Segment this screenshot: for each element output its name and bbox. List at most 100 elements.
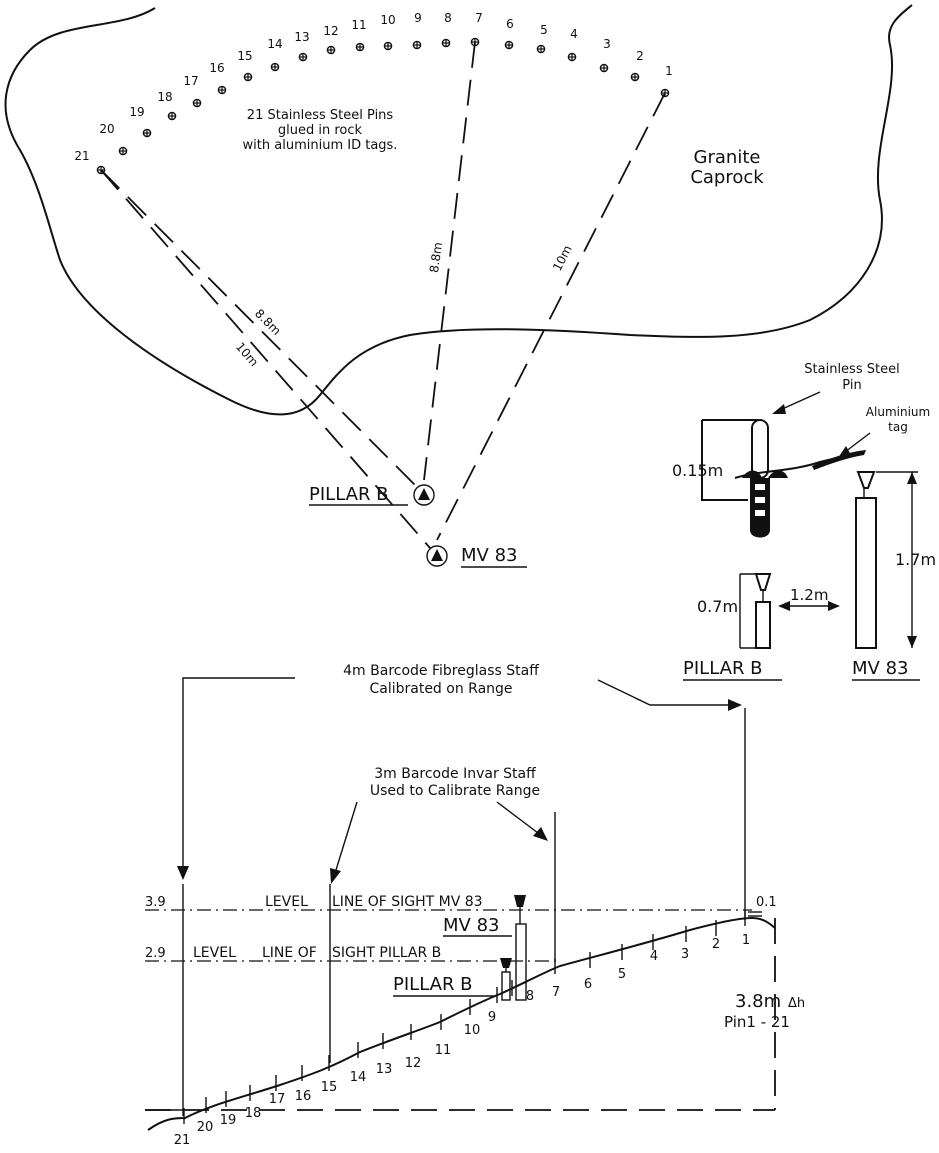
profile-pin-number: 11 — [435, 1043, 452, 1058]
profile-pillar-b-label: PILLAR B — [393, 974, 473, 995]
profile-pin-number: 16 — [295, 1089, 312, 1104]
line-pin7-pillar — [423, 41, 476, 481]
tag-title-2: tag — [888, 420, 908, 434]
pin-marker — [630, 72, 640, 82]
mv83-station-icon — [426, 545, 448, 567]
pin-marker — [243, 72, 253, 82]
pin-number: 20 — [99, 122, 114, 136]
pin-number: 2 — [636, 49, 644, 63]
aluminium-tag — [812, 450, 866, 470]
profile-pin-number: 15 — [321, 1080, 338, 1095]
detail-mv-label: MV 83 — [852, 658, 908, 679]
profile-mv83-label: MV 83 — [443, 915, 499, 936]
pin-marker — [298, 52, 308, 62]
line-mv-word-1: LEVEL — [265, 894, 308, 910]
pin-number: 4 — [570, 27, 578, 41]
pin-number: 10 — [380, 13, 395, 27]
ground-profile — [147, 916, 776, 1131]
pin-number: 19 — [129, 105, 144, 119]
pin-marker — [167, 111, 177, 121]
pillar-b-target — [754, 573, 772, 591]
pin-number: 1 — [665, 64, 673, 78]
detail-view: Stainless Steel Pin Aluminium tag 0.15m … — [672, 362, 936, 681]
pin-marker — [441, 38, 451, 48]
pillar-b-label: PILLAR B — [309, 484, 389, 505]
pin-marker — [118, 146, 128, 156]
mv83-target — [856, 471, 876, 489]
profile-view: 4m Barcode Fibreglass Staff Calibrated o… — [145, 663, 805, 1148]
pin-number: 6 — [506, 17, 514, 31]
pin-frame — [701, 419, 758, 501]
staff4-left-leader — [182, 677, 295, 868]
pin-embedded — [750, 478, 770, 538]
pin-marker — [142, 128, 152, 138]
profile-pin-number: 13 — [376, 1062, 393, 1077]
granite-label: Granite — [694, 147, 761, 168]
pin-marker — [412, 40, 422, 50]
pin-number: 5 — [540, 23, 548, 37]
profile-pin-number: 8 — [526, 989, 534, 1004]
line-pillar-word-2: LINE OF — [262, 945, 317, 961]
pin-marker — [383, 41, 393, 51]
caprock-outline — [4, 4, 913, 416]
staff3-right-leader — [496, 801, 539, 834]
pin-title-2: Pin — [842, 378, 861, 393]
pin-marker — [192, 98, 202, 108]
staff4-right-leader — [597, 679, 730, 706]
profile-pin-number: 18 — [245, 1106, 262, 1121]
pin-marker — [355, 42, 365, 52]
pins-note-line-2: glued in rock — [278, 123, 363, 138]
pin-marker — [567, 52, 577, 62]
profile-pin-number: 12 — [405, 1056, 422, 1071]
pin-marker — [326, 45, 336, 55]
profile-pin-number: 17 — [269, 1092, 286, 1107]
dist-pin7-pillar: 8.8m — [427, 241, 445, 273]
profile-pin-number: 2 — [712, 937, 720, 952]
profile-pin-number: 3 — [681, 947, 689, 962]
profile-pin-number: 19 — [220, 1113, 237, 1128]
pins-note-line-3: with aluminium ID tags. — [243, 138, 398, 153]
tag-arrow — [844, 432, 871, 453]
pin-number: 11 — [351, 18, 366, 32]
dh-range: Pin1 - 21 — [724, 1013, 790, 1031]
pin-number: 21 — [74, 149, 89, 163]
pins-note-line-1: 21 Stainless Steel Pins — [247, 108, 394, 123]
dist-pin1-mv: 10m — [550, 243, 575, 273]
line-mv-word-2: LINE OF SIGHT MV 83 — [332, 894, 483, 910]
pillar-b-station-icon — [413, 484, 435, 506]
pin-arrow — [779, 391, 821, 411]
pin-number: 9 — [414, 11, 422, 25]
pin-marker — [270, 62, 280, 72]
pin-marker-group — [96, 37, 670, 175]
profile-pin-number: 7 — [552, 985, 560, 1000]
line-pin21-mv — [100, 169, 431, 549]
pin-number: 17 — [183, 74, 198, 88]
staff3-note-2: Used to Calibrate Range — [370, 783, 540, 799]
dist-pin21-mv: 10m — [233, 340, 261, 370]
profile-ticks — [183, 910, 746, 1124]
pin-arrow-head — [772, 404, 786, 414]
profile-pin-number: 21 — [174, 1133, 191, 1148]
profile-pin-number: 14 — [350, 1070, 367, 1085]
line-pillar-word-3: SIGHT PILLAR B — [332, 945, 441, 961]
pin-number: 7 — [475, 11, 483, 25]
pin-number: 18 — [157, 90, 172, 104]
reading-pillar: 2.9 — [145, 946, 166, 961]
reading-top: 0.1 — [756, 895, 777, 910]
pin-depth-label: 0.15m — [672, 461, 723, 480]
pin-marker — [536, 44, 546, 54]
pin-number: 16 — [209, 61, 224, 75]
dh-value: 3.8m — [735, 991, 781, 1012]
profile-mv83-instrument — [514, 895, 527, 1001]
pin-number: 8 — [444, 11, 452, 25]
pin-number: 13 — [294, 30, 309, 44]
pin-number: 12 — [323, 24, 338, 38]
profile-pin-number: 10 — [464, 1023, 481, 1038]
profile-pin-number: 1 — [742, 933, 750, 948]
pillar-height-label: 0.7m — [697, 597, 738, 616]
mv83-label: MV 83 — [461, 545, 517, 566]
